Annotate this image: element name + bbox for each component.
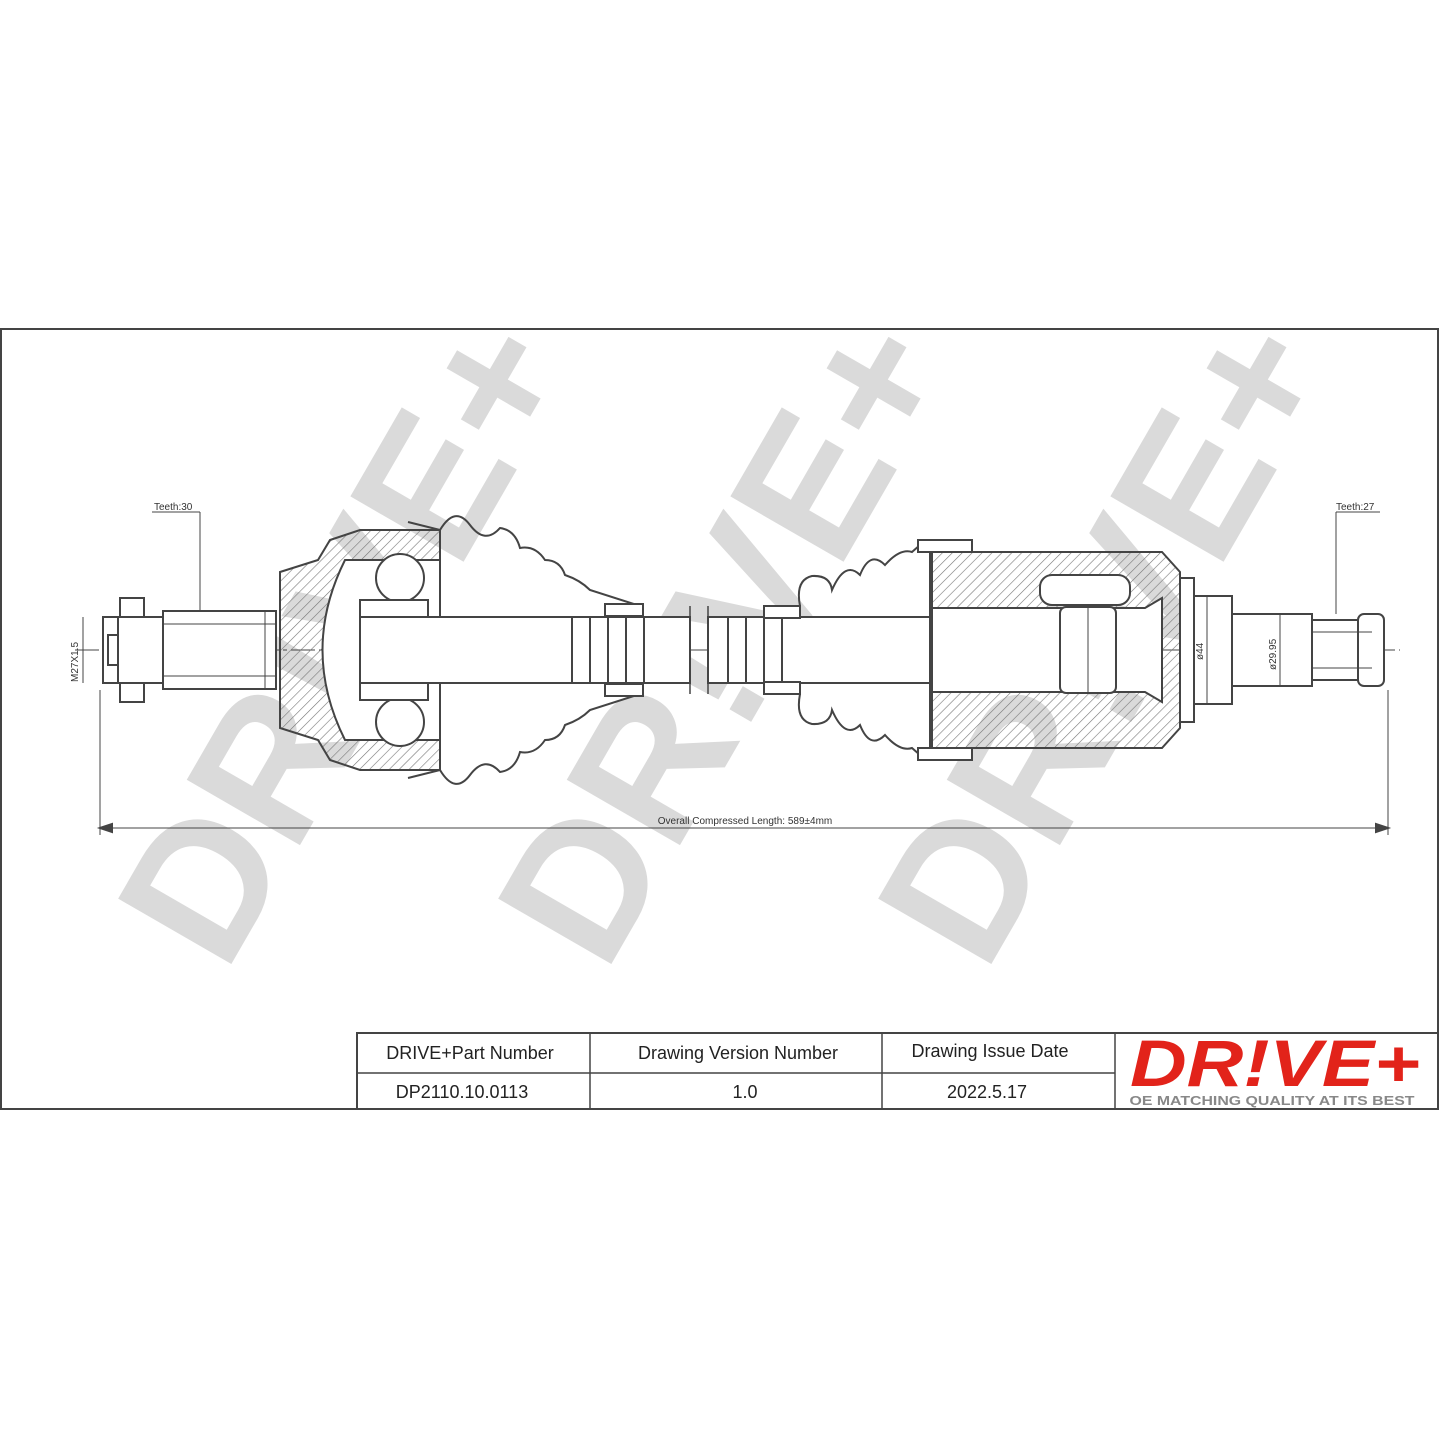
dia-2995-label: ø29.95 [1268, 638, 1279, 670]
value-part-number: DP2110.10.0113 [396, 1082, 528, 1102]
title-block: DRIVE+Part Number Drawing Version Number… [356, 1026, 1439, 1110]
overall-length-label: Overall Compressed Length: 589±4mm [658, 816, 832, 827]
brand-slogan: OE MATCHING QUALITY AT ITS BEST [1130, 1093, 1415, 1108]
header-part-number: DRIVE+Part Number [386, 1043, 554, 1063]
teeth-left-label: Teeth:30 [154, 502, 193, 513]
dia-44-label: ø44 [1195, 642, 1206, 660]
thread-label: M27X1.5 [70, 642, 81, 682]
driveshaft-drawing [75, 511, 1400, 835]
teeth-right-label: Teeth:27 [1336, 502, 1375, 513]
value-version: 1.0 [732, 1082, 757, 1102]
header-issue-date: Drawing Issue Date [911, 1041, 1068, 1061]
value-issue-date: 2022.5.17 [947, 1082, 1027, 1102]
drive-plus-logo: DR!VE+ [1130, 1026, 1420, 1100]
header-version: Drawing Version Number [638, 1043, 838, 1063]
